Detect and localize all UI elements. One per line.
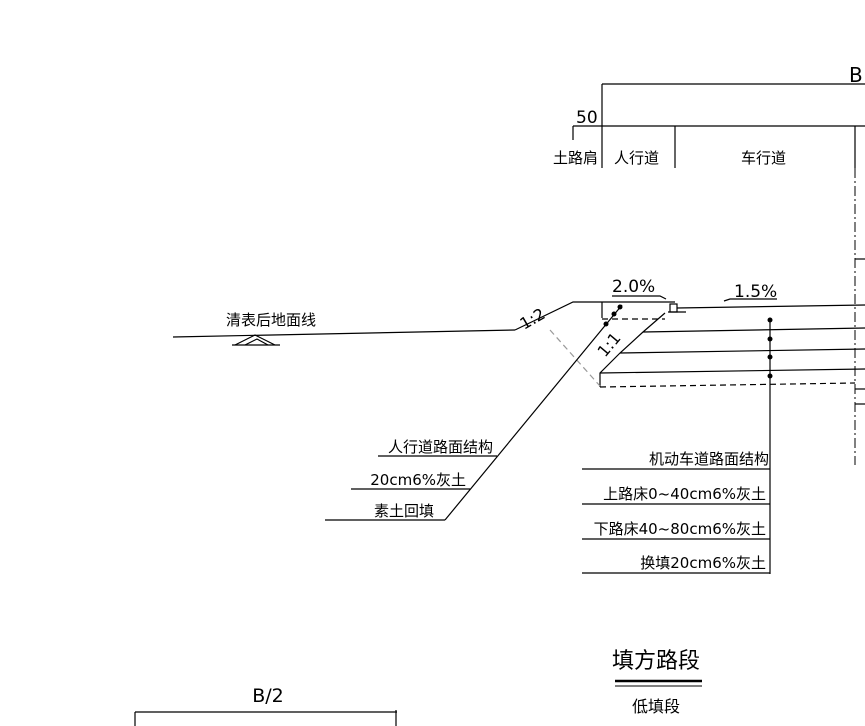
zone-carriageway: 车行道 <box>741 149 786 167</box>
carriageway-layer-4: 换填20cm6%灰土 <box>640 554 766 572</box>
dim-shoulder-width: 50 <box>576 108 598 128</box>
drawing-subtitle: 低填段 <box>632 697 680 716</box>
bottom-dimension-line <box>134 710 397 726</box>
sidewalk-layer-3: 素土回填 <box>374 502 434 520</box>
curb <box>669 303 678 313</box>
dim-total-width: B <box>849 63 863 87</box>
ground-hatch-symbol <box>232 334 280 346</box>
embankment <box>172 301 865 388</box>
zone-sidewalk: 人行道 <box>614 149 659 167</box>
carriageway-layer-2: 上路床0~40cm6%灰土 <box>603 485 766 503</box>
zone-shoulder: 土路肩 <box>553 149 598 167</box>
sidewalk-layer-2: 20cm6%灰土 <box>370 471 466 489</box>
carriageway-layer-3: 下路床40~80cm6%灰土 <box>594 520 766 538</box>
sidewalk-layer-1: 人行道路面结构 <box>388 438 493 456</box>
ground-line-label: 清表后地面线 <box>226 311 316 329</box>
carriageway-leader <box>582 317 773 574</box>
fill-slope-ratio: 1:2 <box>517 304 549 333</box>
drawing-title: 填方路段 <box>612 649 700 674</box>
sidewalk-crossfall: 2.0% <box>612 277 655 297</box>
carriageway-crossfall: 1.5% <box>734 282 777 302</box>
sidewalk-leader <box>325 304 623 521</box>
dim-half-width: B/2 <box>252 685 284 707</box>
dimension-lines <box>572 83 865 465</box>
ground-line <box>172 329 516 338</box>
road-surface <box>676 304 865 309</box>
carriageway-layer-1: 机动车道路面结构 <box>649 450 769 468</box>
